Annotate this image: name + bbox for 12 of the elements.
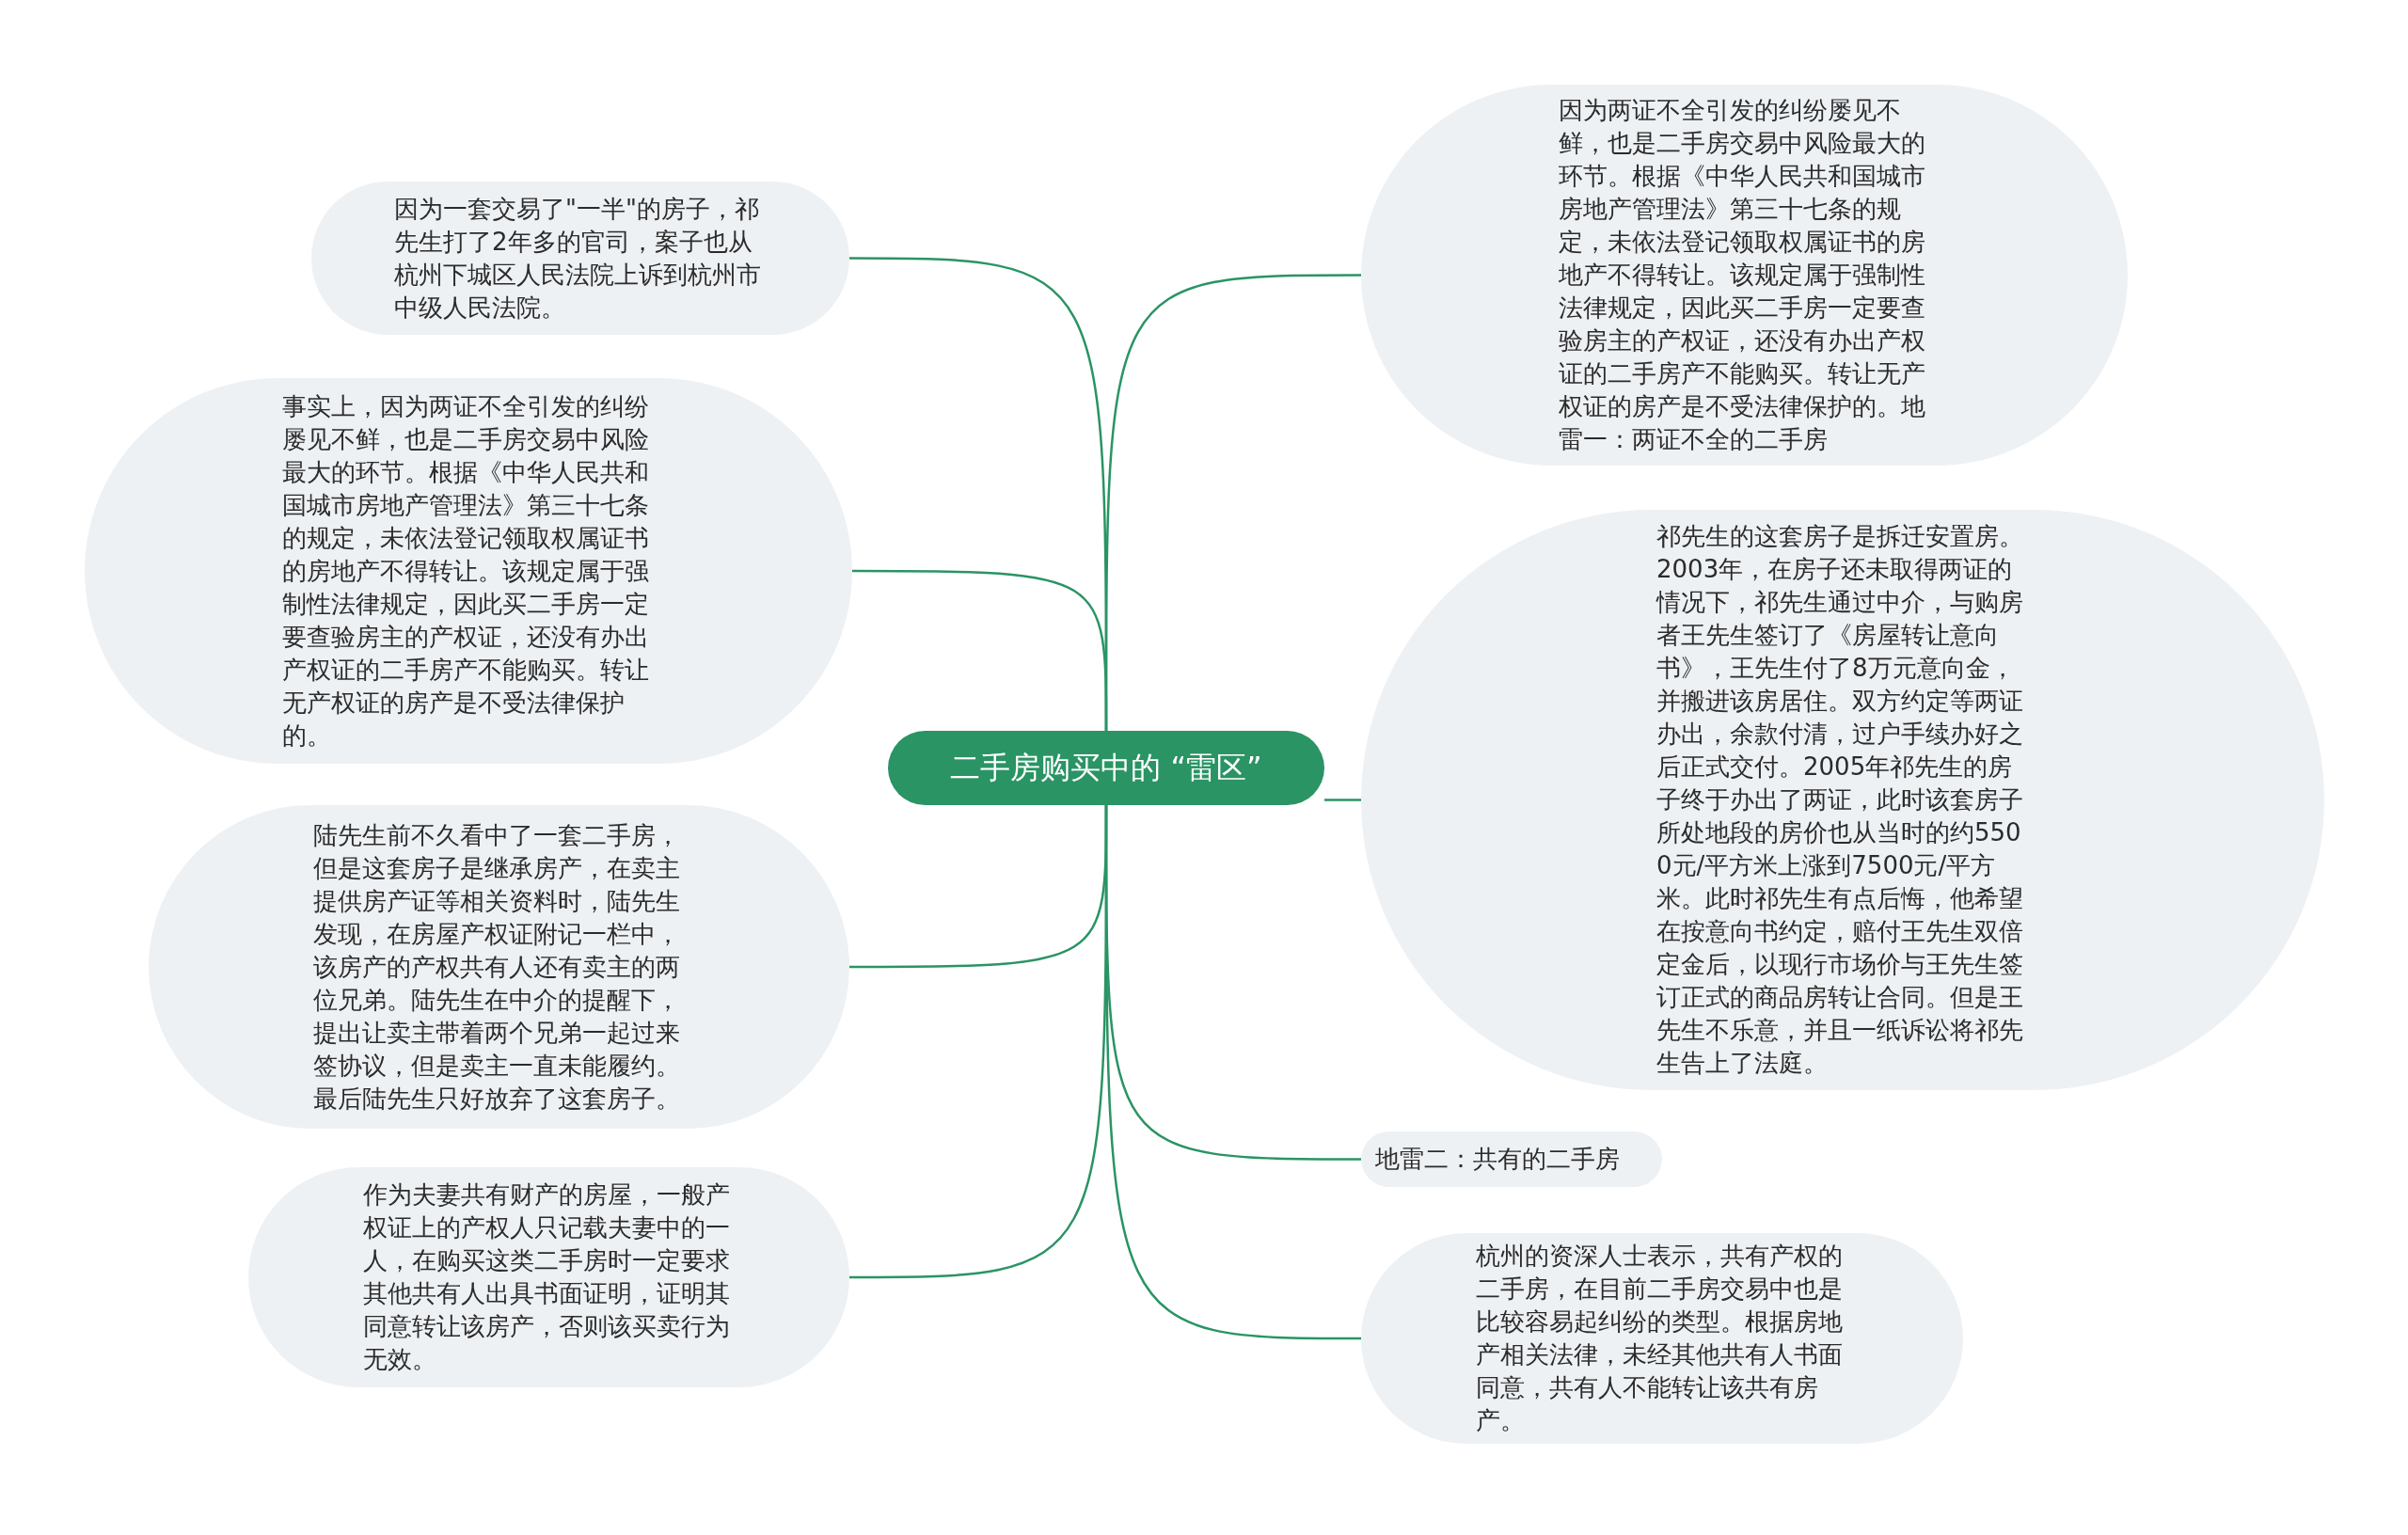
topic-text: 因为两证不全引发的纠纷屡见不鲜，也是二手房交易中风险最大的环节。根据《中华人民共和国城市房地产管理法》第三十七条的规定，未依法登记领取权属证书的房地产不得转让。该规定属于强制性法律规定，因此买二手房一定要查验房主的产权证，还没有办出产权证的二手房产不能购买。转让无产权证的房产是不受法律保护的。地雷一：两证不全的二手房	[1558, 95, 1926, 455]
topic-text: 作为夫妻共有财产的房屋，一般产权证上的产权人只记载夫妻中的一人，在购买这类二手房时一定要求其他共有人出具书面证明，证明其同意转让该房产，否则该买卖行为无效。	[362, 1179, 731, 1375]
connector-line	[1104, 274, 1361, 731]
connector-line	[1324, 799, 1361, 801]
topic-text: 陆先生前不久看中了一套二手房，但是这套房子是继承房产，在卖主提供房产证等相关资料时，陆先生发现，在房屋产权证附记一栏中，该房产的产权共有人还有卖主的两位兄弟。陆先生在中介的提醒下，提出让卖主带着两个兄弟一起过来签协议，但是卖主一直未能履约。最后陆先生只好放弃了这套房子。	[312, 819, 681, 1115]
topic-text: 因为一套交易了"一半"的房子，祁先生打了2年多的官司，案子也从杭州下城区人民法院上诉到杭州市中级人民法院。	[394, 193, 762, 324]
topic-text: 杭州的资深人士表示，共有产权的二手房，在目前二手房交易中也是比较容易起纠纷的类型。根据房地产相关法律，未经其他共有人书面同意，共有人不能转让该共有房产。	[1476, 1241, 1844, 1436]
topic-text: 祁先生的这套房子是拆迁安置房。2003年，在房子还未取得两证的情况下，祁先生通过中介，与购房者王先生签订了《房屋转让意向书》，王先生付了8万元意向金，并搬进该房居住。双方约定等两证办出，余款付清，过户手续办好之后正式交付。2005年祁先生的房子终于办出了两证，此时该套房子所处地段的房价也从当时的约5500元/平方米上涨到7500元/平方米。此时祁先生有点后悔，他希望在按意向书约定，赔付王先生双倍定金后，以现行市场价与王先生签订正式的商品房转让合同。但是王先生不乐意，并且一纸诉讼将祁先生告上了法庭。	[1656, 521, 2024, 1079]
connector-line	[1104, 805, 1361, 1340]
topic-title: 二手房购买中的 “雷区”	[949, 750, 1263, 786]
topic-text: 地雷二：共有的二手房	[1375, 1144, 1621, 1175]
topic-text: 事实上，因为两证不全引发的纠纷屡见不鲜，也是二手房交易中风险最大的环节。根据《中华人民共和国城市房地产管理法》第三十七条的规定，未依法登记领取权属证书的房地产不得转让。该规定属于强制性法律规定，因此买二手房一定要查验房主的产权证，还没有办出产权证的二手房产不能购买。转让无产权证的房产是不受法律保护的。	[282, 390, 650, 752]
